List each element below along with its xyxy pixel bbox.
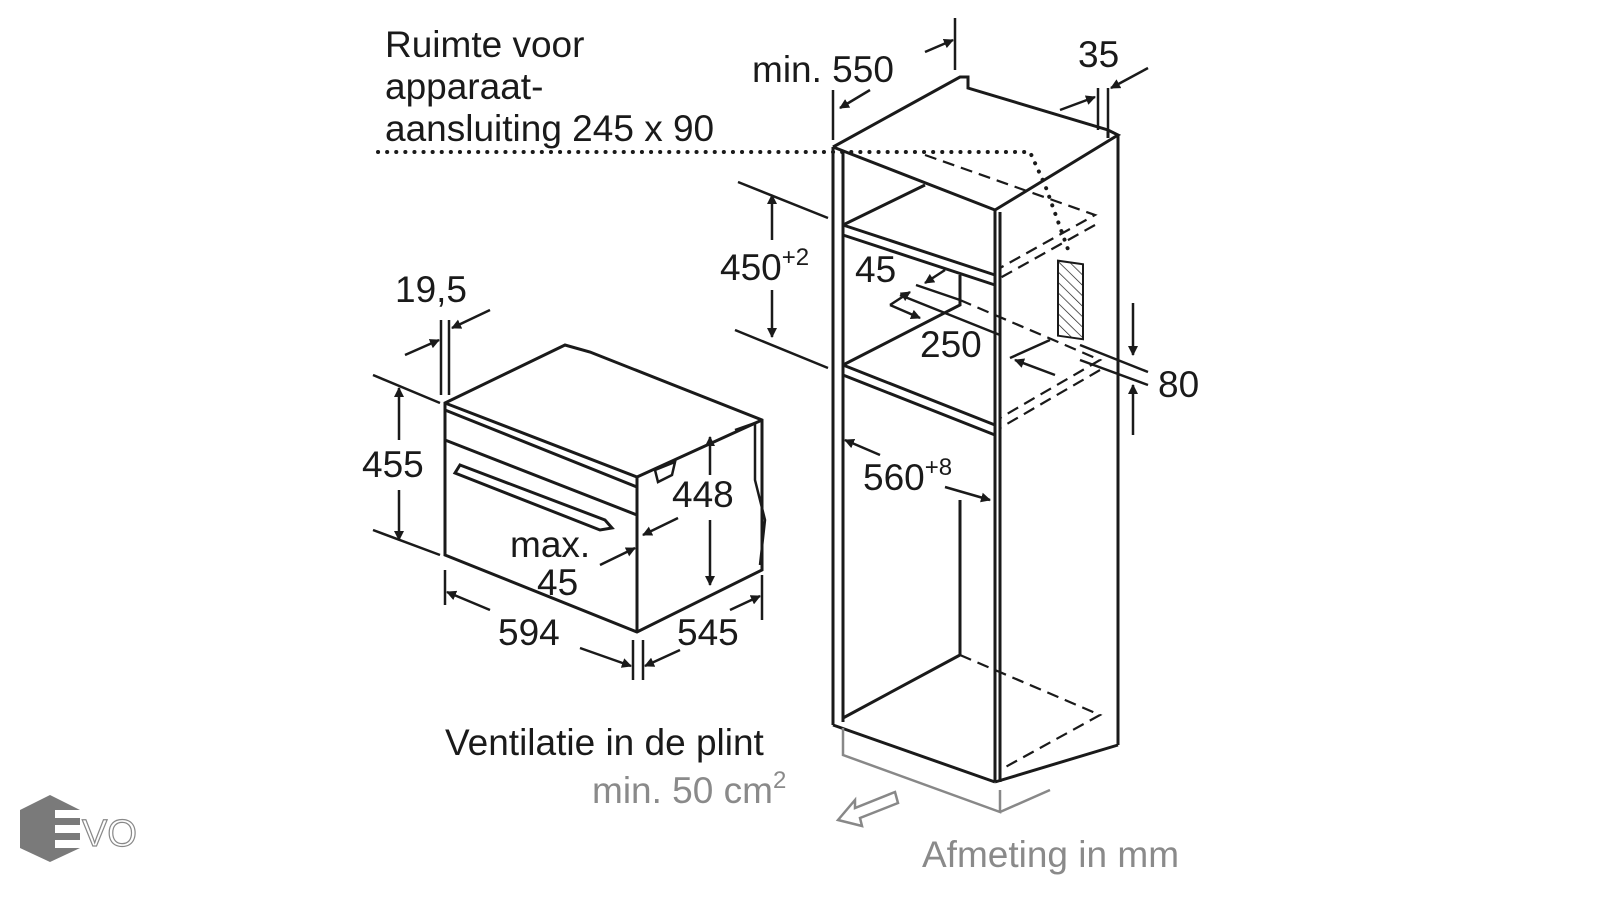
- ventilation-label-2: min. 50 cm2: [592, 767, 786, 811]
- connection-space-line: [376, 150, 1072, 257]
- dim-45-top-label: 45: [855, 249, 896, 290]
- dim-19-5-label: 19,5: [395, 269, 467, 310]
- dim-35-label: 35: [1078, 34, 1119, 75]
- dim-455-label: 455: [362, 444, 424, 485]
- dim-545-label: 545: [677, 612, 739, 653]
- evo-logo: VO: [20, 795, 138, 862]
- dim-45-oven-label: 45: [537, 562, 578, 603]
- depth-min-550-label: min. 550: [752, 49, 894, 90]
- connection-space-label-1: Ruimte voor: [385, 24, 584, 65]
- units-label: Afmeting in mm: [922, 834, 1179, 875]
- dim-450-label: 450+2: [720, 244, 809, 288]
- connection-space-label-3: aansluiting 245 x 90: [385, 108, 714, 149]
- socket-area: [1057, 259, 1084, 341]
- oven: [443, 343, 767, 634]
- ventilation-label-1: Ventilatie in de plint: [445, 722, 765, 763]
- ventilation-arrow-icon: [835, 790, 900, 828]
- max-label: max.: [510, 524, 590, 565]
- dim-448-label: 448: [672, 474, 734, 515]
- cabinet-dimensions: [734, 18, 1149, 503]
- connection-space-label-2: apparaat-: [385, 66, 543, 107]
- dim-560-label: 560+8: [863, 454, 952, 498]
- oven-dimensions: [372, 308, 764, 680]
- tall-cabinet: [831, 75, 1122, 828]
- dim-594-label: 594: [498, 612, 560, 653]
- dim-80-label: 80: [1158, 364, 1199, 405]
- dim-250-label: 250: [920, 324, 982, 365]
- logo-text: VO: [82, 813, 137, 855]
